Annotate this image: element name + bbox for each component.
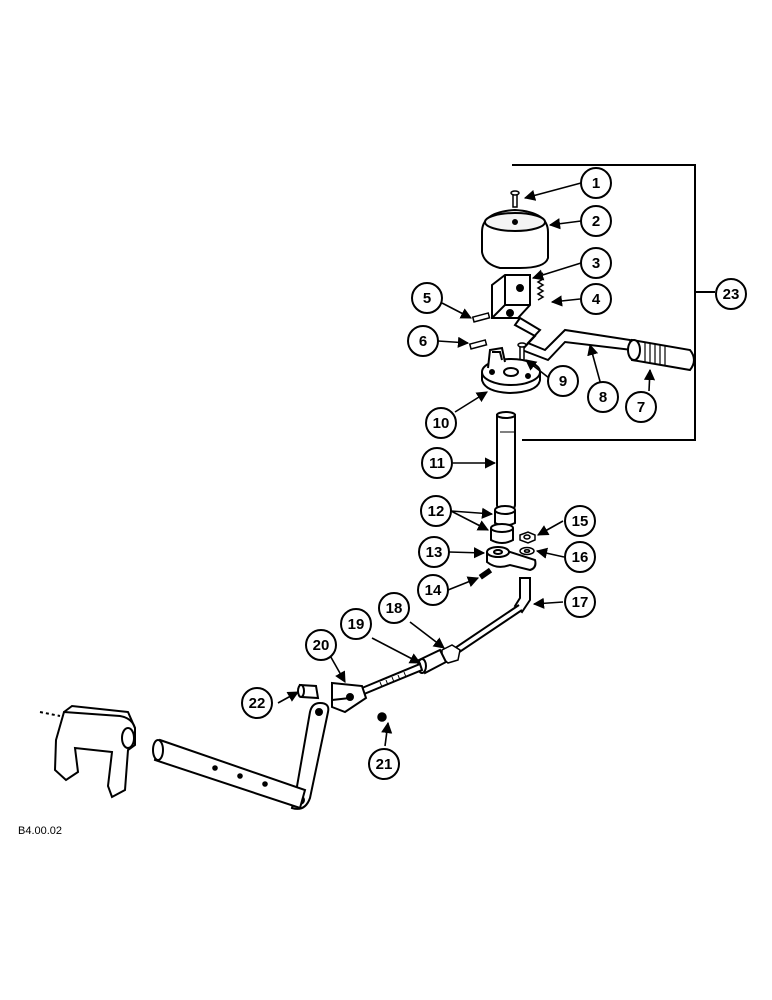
callout-circle (425, 407, 457, 439)
callout-2: 2 (580, 205, 612, 237)
callout-circle (378, 592, 410, 624)
callout-number: 2 (592, 213, 600, 230)
callout-1: 1 (580, 167, 612, 199)
callout-circle (411, 282, 443, 314)
callout-6: 6 (407, 325, 439, 357)
callout-circle (417, 574, 449, 606)
callout-circle (368, 748, 400, 780)
callout-number: 14 (425, 582, 442, 599)
leader-lines (277, 182, 656, 747)
callout-circle (407, 325, 439, 357)
callout-circle (418, 536, 450, 568)
screw-part (510, 190, 520, 208)
crank-lever-part (513, 316, 634, 362)
callout-3: 3 (580, 247, 612, 279)
callout-10: 10 (425, 407, 457, 439)
roll-pin-part (478, 567, 493, 580)
callout-number: 21 (376, 756, 393, 773)
spring-part (536, 272, 545, 301)
callout-circle (564, 586, 596, 618)
cross-shaft-part (152, 738, 307, 810)
callout-circle (547, 365, 579, 397)
washer-part (519, 546, 535, 556)
pin-part (471, 312, 491, 323)
callout-21: 21 (368, 748, 400, 780)
callout-number: 19 (348, 616, 365, 633)
callout-number: 1 (592, 175, 600, 192)
callout-circle (564, 541, 596, 573)
shift-fork-part (39, 704, 136, 799)
callout-15: 15 (564, 505, 596, 537)
clevis-pin-part (297, 683, 320, 700)
callout-9: 9 (547, 365, 579, 397)
callout-20: 20 (305, 629, 337, 661)
callout-number: 12 (428, 503, 445, 520)
assembly-bracket (512, 164, 715, 441)
bushing-part (490, 523, 514, 544)
callout-number: 22 (249, 695, 266, 712)
callout-circle (715, 278, 747, 310)
callout-number: 16 (572, 549, 589, 566)
nut-part (519, 531, 536, 544)
callout-number: 10 (433, 415, 450, 432)
callout-circle (305, 629, 337, 661)
callout-16: 16 (564, 541, 596, 573)
clip-part (377, 712, 387, 722)
drawing-reference-code: B4.00.02 (18, 825, 62, 837)
callout-circle (564, 505, 596, 537)
handle-grip-part (627, 338, 695, 372)
lever-arm-part (486, 546, 537, 572)
callout-number: 6 (419, 333, 427, 350)
callout-11: 11 (421, 447, 453, 479)
callout-number: 8 (599, 389, 607, 406)
callout-17: 17 (564, 586, 596, 618)
cap-part (481, 208, 549, 269)
bushing-part (494, 505, 516, 527)
callout-circle (580, 205, 612, 237)
callout-12: 12 (420, 495, 452, 527)
coupler-part (417, 648, 448, 675)
callout-number: 9 (559, 373, 567, 390)
callout-circle (625, 391, 657, 423)
callout-number: 18 (386, 600, 403, 617)
callout-number: 4 (592, 291, 601, 308)
base-plate-part (481, 346, 541, 395)
pin-part (468, 339, 488, 350)
clevis-part (331, 681, 368, 714)
callout-number: 17 (572, 594, 589, 611)
callout-circle (587, 381, 619, 413)
callout-number: 20 (313, 637, 330, 654)
callout-circle (241, 687, 273, 719)
callout-7: 7 (625, 391, 657, 423)
callout-number: 13 (426, 544, 443, 561)
callout-circle (580, 167, 612, 199)
callout-4: 4 (580, 283, 612, 315)
shaft-part (496, 411, 516, 512)
callout-8: 8 (587, 381, 619, 413)
callout-number: 7 (637, 399, 645, 416)
callout-5: 5 (411, 282, 443, 314)
callout-18: 18 (378, 592, 410, 624)
callout-circle (580, 247, 612, 279)
callout-number: 23 (723, 286, 740, 303)
control-rod-part (453, 577, 531, 655)
callout-23: 23 (715, 278, 747, 310)
callout-number: 15 (572, 513, 589, 530)
callout-circle (340, 608, 372, 640)
callout-number: 3 (592, 255, 600, 272)
callout-14: 14 (417, 574, 449, 606)
callout-number: 11 (429, 455, 445, 472)
callout-circle (421, 447, 453, 479)
housing-block-part (491, 274, 531, 319)
callout-13: 13 (418, 536, 450, 568)
callout-22: 22 (241, 687, 273, 719)
callout-19: 19 (340, 608, 372, 640)
callout-circle (580, 283, 612, 315)
callout-number: 5 (423, 290, 431, 307)
threaded-rod-part (360, 662, 424, 696)
callout-circle (420, 495, 452, 527)
